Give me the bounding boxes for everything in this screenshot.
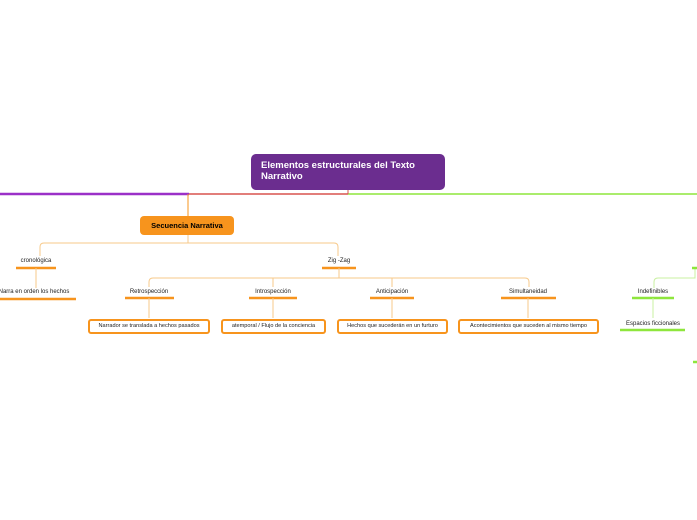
introspeccion-detail-text: atemporal / Flujo de la conciencia bbox=[231, 323, 316, 329]
green-branch-connector bbox=[653, 268, 696, 288]
secuencia-narrativa-label: Secuencia Narrativa bbox=[151, 221, 223, 230]
retrospeccion-detail-box[interactable]: Narrador se translada a hechos pasados bbox=[88, 319, 210, 334]
simultaneidad-detail-box[interactable]: Acontecimientos que suceden al mismo tie… bbox=[458, 319, 599, 334]
zigzag-children-connector bbox=[148, 268, 530, 287]
simultaneidad-topic[interactable]: Simultaneidad bbox=[508, 289, 548, 295]
secuencia-narrativa-node[interactable]: Secuencia Narrativa bbox=[140, 216, 234, 235]
anticipacion-detail-box[interactable]: Hechos que sucederán en un furturo bbox=[337, 319, 448, 334]
introspeccion-detail-box[interactable]: atemporal / Flujo de la conciencia bbox=[221, 319, 326, 334]
cronologica-topic[interactable]: cronológica bbox=[20, 258, 52, 264]
root-topic-node[interactable]: Elementos estructurales del Texto Narrat… bbox=[251, 154, 445, 190]
root-topic-title: Elementos estructurales del Texto Narrat… bbox=[261, 160, 415, 182]
zigzag-topic[interactable]: Zig -Zag bbox=[327, 258, 351, 264]
narra-topic[interactable]: Narra en orden los hechos bbox=[0, 289, 70, 295]
simultaneidad-detail-text: Acontecimientos que suceden al mismo tie… bbox=[470, 323, 587, 329]
introspeccion-topic[interactable]: Introspección bbox=[255, 289, 291, 295]
anticipacion-topic[interactable]: Anticipación bbox=[375, 289, 409, 295]
retrospeccion-topic[interactable]: Retrospección bbox=[129, 289, 169, 295]
retrospeccion-detail-text: Narrador se translada a hechos pasados bbox=[98, 323, 200, 329]
indefinibles-topic[interactable]: Indefinibles bbox=[637, 289, 669, 295]
secuencia-children-connector bbox=[39, 235, 339, 256]
espacios-ficcionales-topic[interactable]: Espacios ficcionales bbox=[625, 321, 681, 327]
anticipacion-detail-text: Hechos que sucederán en un furturo bbox=[347, 323, 438, 329]
